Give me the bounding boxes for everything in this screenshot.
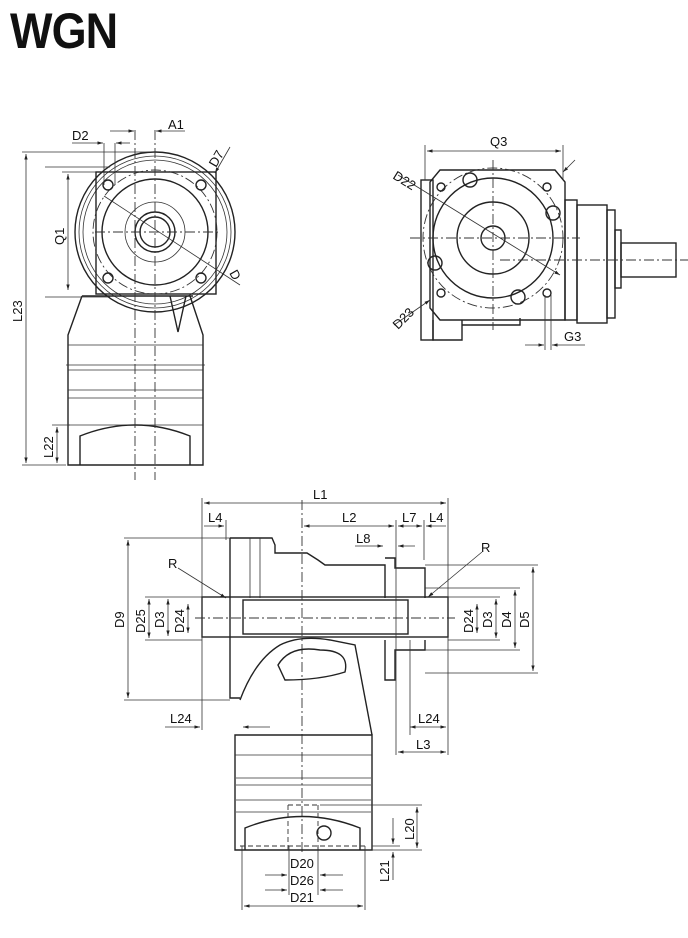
label-d7: D7: [206, 148, 227, 170]
label-d26: D26: [290, 873, 314, 888]
label-l3: L3: [416, 737, 430, 752]
label-d2: D2: [72, 128, 89, 143]
label-r-left: R: [168, 556, 177, 571]
label-l1: L1: [313, 487, 327, 502]
front-view: Q3 D22 D23 G3: [390, 134, 688, 350]
label-d24-left: D24: [172, 609, 187, 633]
label-l8: L8: [356, 531, 370, 546]
label-d: D: [226, 267, 244, 283]
label-q3: Q3: [490, 134, 507, 149]
label-d4: D4: [499, 611, 514, 628]
label-d22: D22: [390, 168, 418, 193]
label-l4-right: L4: [429, 510, 443, 525]
label-d9: D9: [112, 611, 127, 628]
bolt-holes: [102, 179, 207, 284]
bolt-holes: [427, 172, 561, 305]
label-l20: L20: [402, 818, 417, 840]
label-l4-left: L4: [208, 510, 222, 525]
label-q1: Q1: [52, 228, 67, 245]
label-l23: L23: [10, 300, 25, 322]
label-d25: D25: [133, 609, 148, 633]
label-d3-right: D3: [480, 611, 495, 628]
label-l2: L2: [342, 510, 356, 525]
side-view: D2 A1 D7 D Q1 L23 L22: [10, 117, 244, 480]
label-d5: D5: [517, 611, 532, 628]
label-l22: L22: [41, 436, 56, 458]
label-d23: D23: [390, 305, 417, 332]
label-r-right: R: [481, 540, 490, 555]
label-g3: G3: [564, 329, 581, 344]
label-l24-right: L24: [418, 711, 440, 726]
label-l21: L21: [377, 860, 392, 882]
label-a1: A1: [168, 117, 184, 132]
top-view: L1 L4 L2 L7 L4 L8 R R D9 D25 D3 D24 D24 …: [112, 487, 538, 910]
label-l7: L7: [402, 510, 416, 525]
label-d24-right: D24: [461, 609, 476, 633]
label-d21: D21: [290, 890, 314, 905]
label-d20: D20: [290, 856, 314, 871]
label-l24-left: L24: [170, 711, 192, 726]
label-d3-left: D3: [152, 611, 167, 628]
product-title: WGN: [10, 3, 118, 59]
